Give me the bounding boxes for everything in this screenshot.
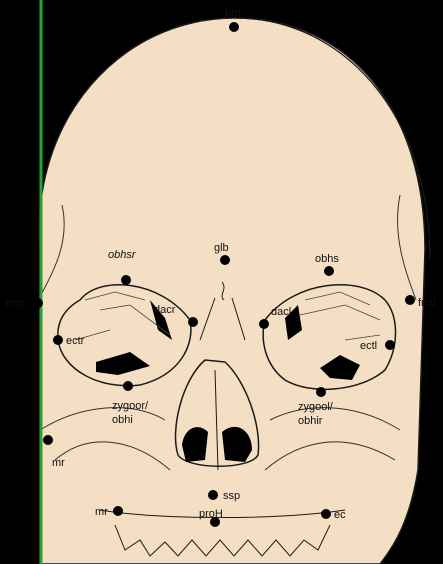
point-ssp [208, 490, 218, 500]
label-proh: proH [199, 508, 223, 520]
label-dacr: dacr [154, 304, 176, 316]
label-glb: glb [214, 242, 229, 254]
point-ec-right [321, 509, 331, 519]
point-brg [229, 22, 239, 32]
point-obhsr [121, 275, 131, 285]
label-ssp: ssp [223, 490, 240, 502]
point-dacr [188, 317, 198, 327]
point-fmtl [405, 295, 415, 305]
point-ectl [385, 340, 395, 350]
label-zygoor-line2: obhi [112, 414, 133, 426]
point-mr-left [43, 435, 53, 445]
point-mr-lower [113, 506, 123, 516]
label-fmtr: fmtr [5, 298, 24, 310]
point-fmtr [33, 298, 43, 308]
point-zygoor [123, 381, 133, 391]
label-brg: brg [225, 7, 241, 19]
label-mr-lower: mr [95, 506, 108, 518]
label-dacl: dacl [271, 306, 291, 318]
label-zygool-line1: zygool/ [298, 401, 334, 413]
label-mr-left: mr [52, 457, 65, 469]
point-obhs [324, 266, 334, 276]
label-zygoor-line1: zygoor/ [112, 400, 149, 412]
point-dacl [259, 319, 269, 329]
point-zygool [316, 387, 326, 397]
label-zygool-line2: obhir [298, 415, 323, 427]
point-ectr [53, 335, 63, 345]
label-ectr: ectr [66, 335, 85, 347]
label-ec-right: ec [334, 509, 346, 521]
label-obhsr: obhsr [108, 249, 137, 261]
label-fmtl: fmtl [418, 297, 436, 309]
label-obhs: obhs [315, 253, 339, 265]
label-ectl: ectl [360, 340, 377, 352]
point-glb [220, 255, 230, 265]
